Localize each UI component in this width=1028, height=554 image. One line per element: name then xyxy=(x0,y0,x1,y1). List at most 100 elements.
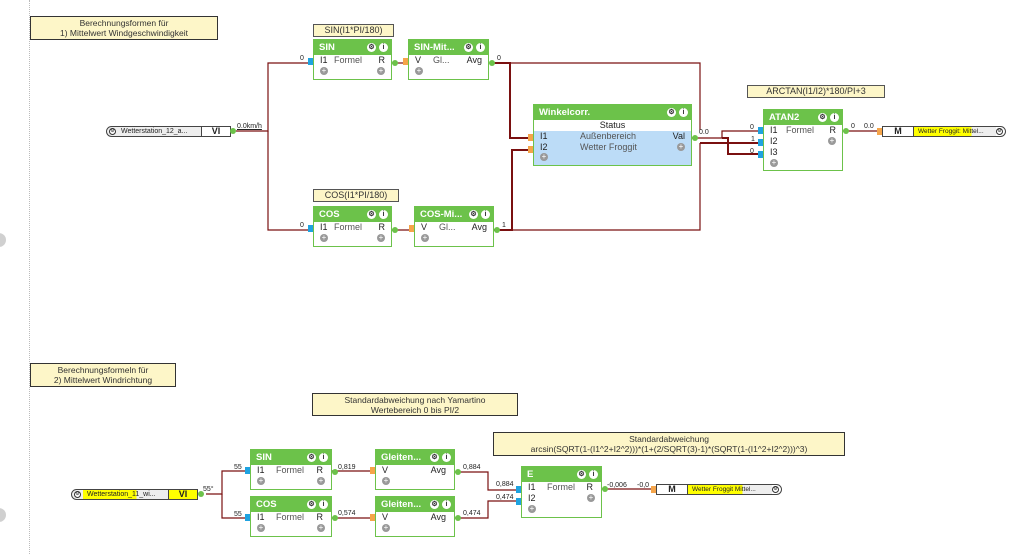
add-output-icon[interactable]: + xyxy=(317,476,325,485)
info-icon[interactable]: i xyxy=(319,453,328,462)
output-pin[interactable] xyxy=(392,227,398,233)
note-stddev-formula[interactable]: Standardabweichung arcsin(SQRT(1-(I1^2+I… xyxy=(493,432,845,456)
input-pin[interactable] xyxy=(758,151,763,158)
gear-icon[interactable]: ⚙ xyxy=(577,470,586,479)
input-pin[interactable] xyxy=(758,127,763,134)
input-pin[interactable] xyxy=(409,225,414,232)
note-yamartino[interactable]: Standardabweichung nach Yamartino Werteb… xyxy=(312,393,518,416)
output-pin[interactable] xyxy=(455,469,461,475)
input-wetterstation-12[interactable]: ⚙ Wetterstation_12_a... VI xyxy=(106,126,231,137)
gear-icon[interactable]: ⚙ xyxy=(469,210,478,219)
add-input-icon[interactable]: + xyxy=(320,66,328,75)
output-pin[interactable] xyxy=(455,515,461,521)
info-icon[interactable]: i xyxy=(319,500,328,509)
info-icon[interactable]: i xyxy=(379,43,388,52)
info-icon[interactable]: i xyxy=(379,210,388,219)
input-pin[interactable] xyxy=(528,146,533,153)
gear-icon[interactable]: ⚙ xyxy=(74,491,81,498)
gear-icon[interactable]: ⚙ xyxy=(818,113,827,122)
gear-icon[interactable]: ⚙ xyxy=(367,43,376,52)
output-wetter-froggit-bottom[interactable]: M Wetter Froggit Mittel... ⚙ xyxy=(656,484,782,495)
info-icon[interactable]: i xyxy=(442,453,451,462)
input-pin[interactable] xyxy=(370,467,375,474)
input-pin[interactable] xyxy=(245,467,250,474)
add-input-icon[interactable]: + xyxy=(382,523,390,532)
output-pin[interactable] xyxy=(332,515,338,521)
gear-icon[interactable]: ⚙ xyxy=(430,500,439,509)
add-output-icon[interactable]: + xyxy=(828,136,836,145)
input-pin[interactable] xyxy=(403,58,408,65)
add-input-icon[interactable]: + xyxy=(257,523,265,532)
add-input-icon[interactable]: + xyxy=(415,66,423,75)
block-title: SIN xyxy=(256,452,272,463)
output-pin[interactable] xyxy=(392,60,398,66)
info-icon[interactable]: i xyxy=(481,210,490,219)
gear-icon[interactable]: ⚙ xyxy=(464,43,473,52)
gear-icon[interactable]: ⚙ xyxy=(772,486,779,493)
output-pin[interactable] xyxy=(602,486,608,492)
gear-icon[interactable]: ⚙ xyxy=(307,453,316,462)
output-pin[interactable] xyxy=(843,128,849,134)
output-wetter-froggit-top[interactable]: M Wetter Froggit: Mittel... ⚙ xyxy=(882,126,1006,137)
add-output-icon[interactable]: + xyxy=(377,66,385,75)
input-pin[interactable] xyxy=(308,225,313,232)
input-pin[interactable] xyxy=(528,134,533,141)
label-atan-formula[interactable]: ARCTAN(I1/I2)*180/PI+3 xyxy=(747,85,885,98)
input-pin[interactable] xyxy=(308,58,313,65)
note-wind-direction[interactable]: Berechnungsformeln für 2) Mittelwert Win… xyxy=(30,363,176,387)
gear-icon[interactable]: ⚙ xyxy=(367,210,376,219)
gear-icon[interactable]: ⚙ xyxy=(667,108,676,117)
input-pin[interactable] xyxy=(245,514,250,521)
add-output-icon[interactable]: + xyxy=(587,493,595,502)
input-pin[interactable] xyxy=(370,514,375,521)
add-output-icon[interactable]: + xyxy=(377,233,385,242)
gear-icon[interactable]: ⚙ xyxy=(307,500,316,509)
label-sin-formula[interactable]: SIN(I1*PI/180) xyxy=(313,24,394,37)
gear-icon[interactable]: ⚙ xyxy=(996,128,1003,135)
scroll-handle-top[interactable] xyxy=(0,233,6,247)
add-input-icon[interactable]: + xyxy=(382,476,390,485)
add-input-icon[interactable]: + xyxy=(770,158,778,167)
input-pin[interactable] xyxy=(758,139,763,146)
input-output-pin[interactable] xyxy=(198,491,204,497)
input-output-pin[interactable] xyxy=(230,128,236,134)
scroll-handle-bottom[interactable] xyxy=(0,508,6,522)
info-icon[interactable]: i xyxy=(679,108,688,117)
add-input-icon[interactable]: + xyxy=(528,504,536,513)
output-pin[interactable] xyxy=(692,135,698,141)
add-input-icon[interactable]: + xyxy=(421,233,429,242)
gear-icon[interactable]: ⚙ xyxy=(430,453,439,462)
output-target-pin[interactable] xyxy=(877,128,882,135)
output-pin[interactable] xyxy=(332,469,338,475)
info-icon[interactable]: i xyxy=(830,113,839,122)
block-title: COS xyxy=(256,499,277,510)
output-pin[interactable] xyxy=(489,60,495,66)
output-pin[interactable] xyxy=(494,227,500,233)
gear-icon[interactable]: ⚙ xyxy=(109,128,116,135)
info-icon[interactable]: i xyxy=(442,500,451,509)
add-output-icon[interactable]: + xyxy=(317,523,325,532)
note-wind-speed[interactable]: Berechnungsformen für 1) Mittelwert Wind… xyxy=(30,16,218,40)
add-output-icon[interactable]: + xyxy=(677,142,685,151)
add-input-icon[interactable]: + xyxy=(540,152,548,161)
info-icon[interactable]: i xyxy=(476,43,485,52)
input-pin[interactable] xyxy=(516,498,521,505)
input-pin[interactable] xyxy=(516,486,521,493)
add-input-icon[interactable]: + xyxy=(320,233,328,242)
info-icon[interactable]: i xyxy=(589,470,598,479)
label-cos-formula[interactable]: COS(I1*PI/180) xyxy=(313,189,399,202)
input-wetterstation-11[interactable]: ⚙ Wetterstation_11_wi... VI xyxy=(71,489,198,500)
add-input-icon[interactable]: + xyxy=(257,476,265,485)
output-target-pin[interactable] xyxy=(651,486,656,493)
